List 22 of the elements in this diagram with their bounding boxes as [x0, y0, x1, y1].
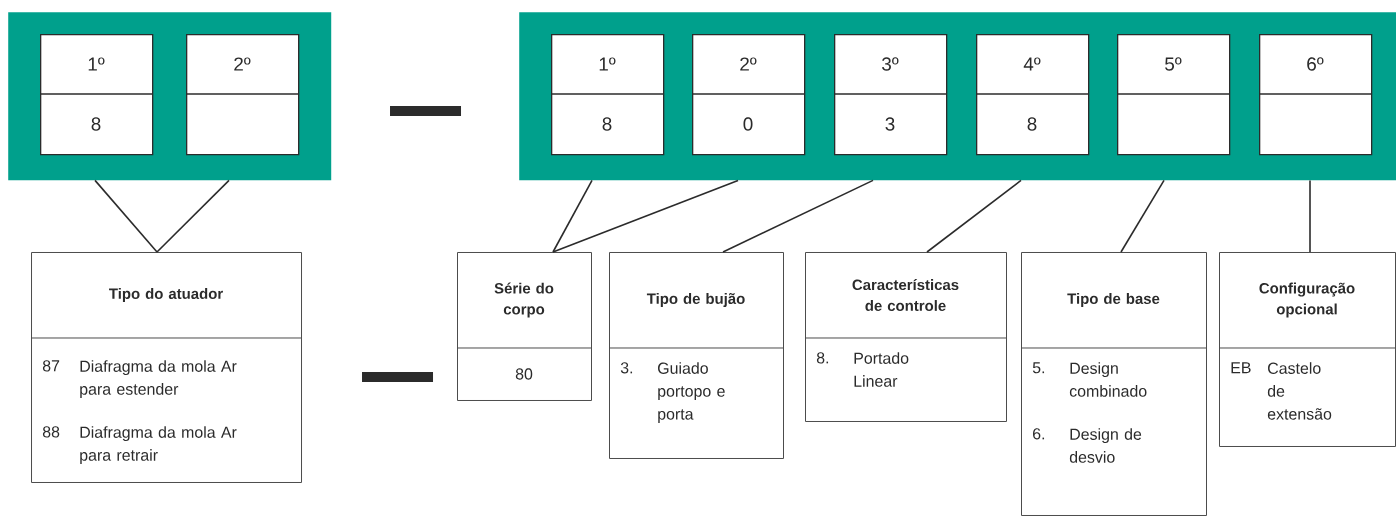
code-cell: 2º 0: [691, 34, 806, 156]
code-cell: 4º 8: [975, 34, 1090, 156]
code-cell: 2º: [185, 34, 300, 156]
option-table: Tipo de base 5. Design combinado 6. Design de desvio: [1020, 252, 1207, 516]
leader-line: [722, 179, 874, 253]
leader-line: [94, 179, 158, 253]
leader-line: [552, 179, 739, 253]
code-cell: 1º 8: [39, 34, 154, 156]
leader-line: [156, 179, 230, 253]
leader-line: [926, 179, 1022, 253]
code-cell: 6º: [1258, 34, 1373, 156]
option-table: Tipo de bujão 3. Guiado portopo e porta: [608, 252, 784, 459]
code-cell: 3º 3: [833, 34, 948, 156]
option-table: Configuração opcional EB Castelo de extensão: [1218, 252, 1396, 447]
leader-line: [1309, 179, 1311, 253]
leader-line: [1120, 179, 1165, 253]
option-table: Série do corpo 80: [456, 252, 592, 401]
code-cell: 5º: [1116, 34, 1231, 156]
leader-line: [552, 179, 593, 253]
code-cell: 1º 8: [550, 34, 665, 156]
option-table: Tipo do atuador 87 Diafragma da mola Ar para estender 88 Diafragma da mola Ar para retrair: [30, 252, 302, 483]
option-table: Características de controle 8. Portado Linear: [804, 252, 1007, 422]
